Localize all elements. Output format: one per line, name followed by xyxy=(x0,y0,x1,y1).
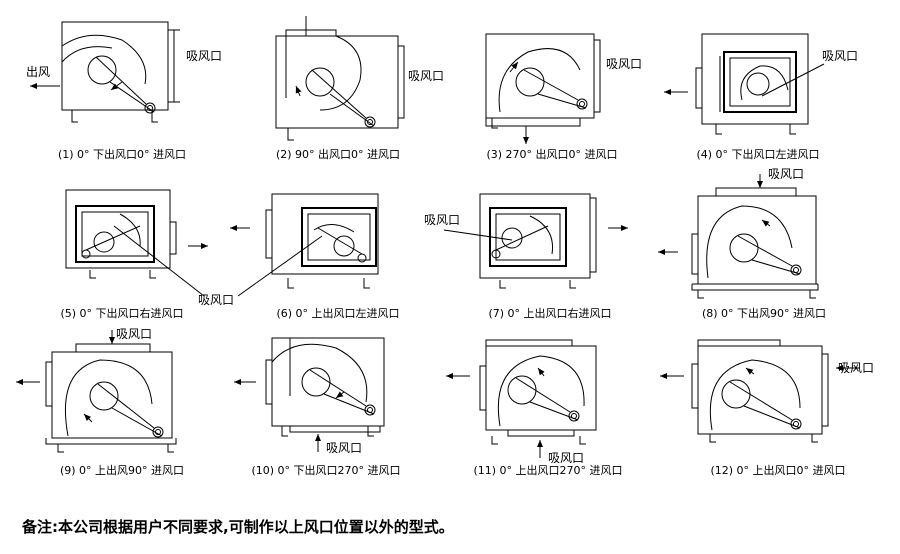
caption-10: (10) 0° 下出风口270° 进风口 xyxy=(251,464,401,477)
caption-3: (3) 270° 出风口0° 进风口 xyxy=(486,148,618,161)
inlet-label-12: 吸风口 xyxy=(838,361,874,375)
outlet-label: 出风 xyxy=(26,65,50,79)
fan-unit-9 xyxy=(16,330,177,453)
inlet-label-7: 吸风口 xyxy=(424,213,460,227)
fan-unit-1 xyxy=(30,21,180,123)
fan-unit-7 xyxy=(443,193,628,289)
caption-8: (8) 0° 下出风90° 进风口 xyxy=(701,307,827,320)
inlet-label-5-6: 吸风口 xyxy=(198,293,234,307)
inlet-label-9: 吸风口 xyxy=(116,327,152,341)
fan-unit-10 xyxy=(234,337,385,452)
footnote: 备注:本公司根据用户不同要求,可制作以上风口位置以外的型式。 xyxy=(22,518,454,536)
fan-unit-5 xyxy=(65,189,208,279)
caption-5: (5) 0° 下出风口右进风口 xyxy=(60,307,184,320)
caption-12: (12) 0° 上出风口0° 进风口 xyxy=(710,464,846,477)
inlet-label-11: 吸风口 xyxy=(548,451,584,465)
leader-line-6 xyxy=(237,235,323,297)
leader-line-5 xyxy=(113,225,205,297)
inlet-label-3: 吸风口 xyxy=(606,57,642,71)
fan-unit-6 xyxy=(230,193,379,289)
fan-unit-8 xyxy=(658,174,819,299)
inlet-label-8: 吸风口 xyxy=(768,167,804,181)
caption-1: (1) 0° 下出风口0° 进风口 xyxy=(57,148,187,161)
inlet-label-4: 吸风口 xyxy=(822,49,858,63)
caption-2: (2) 90° 出风口0° 进风口 xyxy=(275,148,401,161)
fan-unit-3 xyxy=(485,33,601,144)
caption-7: (7) 0° 上出风口右进风口 xyxy=(488,307,612,320)
caption-6: (6) 0° 上出风口左进风口 xyxy=(276,307,400,320)
caption-9: (9) 0° 上出风90° 进风口 xyxy=(59,464,185,477)
fan-unit-11 xyxy=(446,339,597,458)
fan-unit-2 xyxy=(275,16,405,141)
fan-unit-4 xyxy=(664,33,825,135)
inlet-label-10: 吸风口 xyxy=(326,441,362,455)
caption-11: (11) 0° 上出风口270° 进风口 xyxy=(473,464,623,477)
inlet-label-1: 吸风口 xyxy=(186,49,222,63)
fan-unit-12 xyxy=(660,339,860,443)
inlet-label-2: 吸风口 xyxy=(408,69,444,83)
caption-4: (4) 0° 下出风口左进风口 xyxy=(696,148,820,161)
